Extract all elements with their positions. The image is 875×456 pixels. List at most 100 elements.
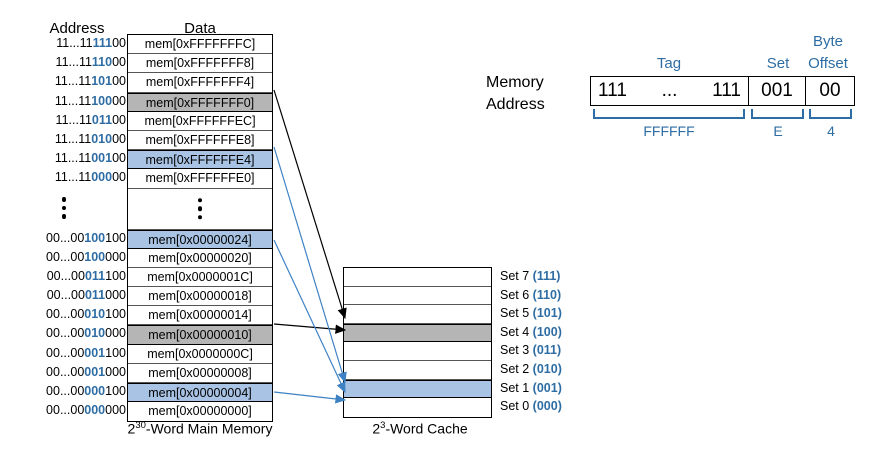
memory-data-row: mem[0x00000000] (128, 402, 272, 422)
cache-set-bits: (111) (532, 269, 561, 283)
memory-data-row: mem[0x0000000C] (128, 344, 272, 364)
address-tag-bits: 00...00 (46, 288, 85, 303)
address-label: 11...1101100 (28, 111, 126, 130)
address-offset-bits: 000 (105, 403, 126, 418)
address-label: 00...00001100 (28, 344, 126, 363)
address-offset-bits: 00 (112, 112, 126, 127)
address-set-bits: 010 (91, 131, 113, 146)
cache-set-label: Set 4 (100) (500, 323, 562, 342)
address-offset-bits: 100 (105, 268, 126, 283)
address-label: 11...1110100 (28, 72, 126, 91)
cache-set-label: Set 3 (011) (500, 341, 562, 360)
address-set-bits: 111 (92, 36, 113, 50)
address-offset-bits: 100 (105, 345, 126, 360)
address-tag-bits: 00...00 (46, 230, 85, 245)
address-offset-bits: 000 (105, 249, 126, 264)
memory-data-row: mem[0x0000001C] (128, 267, 272, 288)
cache-set-bits: (011) (532, 343, 562, 358)
main-memory-caption: 230-Word Main Memory (100, 420, 300, 437)
cache-table (343, 267, 492, 418)
cache-set-bits: (010) (532, 361, 562, 376)
tag-ellipsis: ... (661, 80, 678, 101)
address-set-bits: 001 (84, 345, 106, 360)
address-tag-bits: 11...11 (54, 170, 92, 185)
address-label: 00...00000100 (28, 382, 126, 401)
cache-set-bits: (101) (532, 306, 562, 321)
cache-set-label: Set 6 (110) (500, 286, 562, 305)
address-tag-bits: 11...11 (55, 55, 92, 70)
tag-brace (593, 109, 745, 119)
address-set-bits: 001 (91, 151, 113, 166)
set-brace (751, 109, 804, 119)
address-offset-bits: 000 (105, 364, 126, 379)
cache-set-name: Set 1 (500, 380, 533, 395)
address-set-bits: 010 (84, 326, 106, 341)
address-label: 11...1101000 (28, 130, 126, 149)
cache-caption: 23-Word Cache (330, 420, 510, 437)
address-set-bits: 011 (84, 268, 106, 283)
address-label: 00...00100000 (28, 248, 126, 267)
address-set-bits: 000 (84, 403, 106, 418)
cache-set-labels: Set 7 (111)Set 6 (110)Set 5 (101)Set 4 (… (500, 267, 562, 416)
address-set-bits: 100 (84, 230, 106, 245)
memory-data-row: mem[0x00000014] (128, 306, 272, 326)
byte-offset-field: 00 (819, 80, 841, 101)
address-tag-bits: 00...00 (46, 364, 85, 379)
main-memory-table: mem[0xFFFFFFFC]mem[0xFFFFFFF8]mem[0xFFFF… (127, 34, 273, 423)
address-ellipsis (28, 188, 126, 229)
cache-set-bits: (001) (532, 380, 562, 395)
mapping-arrow-blue-low (273, 391, 347, 404)
set-field: 001 (749, 77, 806, 105)
memory-data-row: mem[0xFFFFFFE0] (128, 169, 272, 189)
cache-set-name: Set 6 (500, 287, 533, 302)
address-tag-bits: 00...00 (46, 307, 85, 322)
main-memory-caption-base: 2 (127, 420, 136, 437)
cache-caption-rest: -Word Cache (385, 420, 468, 437)
memory-data-row: mem[0xFFFFFFF8] (128, 54, 272, 74)
address-label: 00...00001000 (28, 363, 126, 382)
memory-data-row: mem[0x00000004] (128, 383, 272, 403)
address-label: 00...00011100 (28, 267, 126, 286)
cache-set-bits: (110) (532, 287, 562, 302)
address-set-bits: 011 (84, 288, 106, 303)
memory-data-row: mem[0xFFFFFFF0] (128, 92, 272, 112)
address-set-bits: 010 (84, 307, 106, 322)
address-tag-bits: 11...11 (54, 93, 92, 108)
cache-set-row (344, 268, 491, 287)
address-set-bits: 100 (84, 249, 106, 264)
address-tag-bits: 00...00 (46, 384, 85, 398)
memory-data-row: mem[0xFFFFFFF4] (128, 73, 272, 93)
address-tag-bits: 11...11 (54, 131, 92, 146)
main-memory-caption-exponent: 30 (135, 420, 146, 431)
address-label: 00...00011000 (28, 286, 126, 305)
address-label: 11...1100100 (28, 149, 126, 168)
address-tag-bits: 11...11 (56, 36, 93, 50)
cache-set-row (344, 360, 491, 380)
cache-set-name: Set 4 (500, 324, 533, 339)
cache-set-name: Set 3 (500, 343, 533, 358)
cache-set-row (344, 305, 491, 324)
tag-left-bits: 111 (598, 80, 627, 101)
cache-set-name: Set 5 (500, 306, 533, 321)
address-tag-bits: 00...00 (46, 403, 85, 418)
address-set-bits: 100 (91, 93, 113, 108)
cache-set-name: Set 7 (500, 269, 533, 283)
byte-caption: Byte (812, 33, 843, 50)
cache-set-row (344, 286, 491, 306)
address-offset-bits: 100 (105, 230, 126, 245)
memory-address-field-box: 111 ... 111 001 00 (590, 76, 855, 106)
address-tag-bits: 00...00 (46, 268, 85, 283)
address-label: 00...00000000 (28, 401, 126, 420)
address-offset-bits: 100 (105, 384, 126, 398)
memory-data-row: mem[0x00000010] (128, 325, 272, 345)
offset-hex-label: 4 (827, 123, 835, 139)
address-tag-bits: 00...00 (46, 345, 85, 360)
memory-address-label: Memory Address (486, 72, 545, 116)
memory-address-label-line1: Memory (486, 74, 544, 91)
address-offset-bits: 00 (112, 93, 126, 108)
memory-data-row: mem[0xFFFFFFE8] (128, 130, 272, 151)
memory-data-row: mem[0xFFFFFFEC] (128, 111, 272, 131)
address-tag-bits: 00...00 (46, 249, 85, 264)
